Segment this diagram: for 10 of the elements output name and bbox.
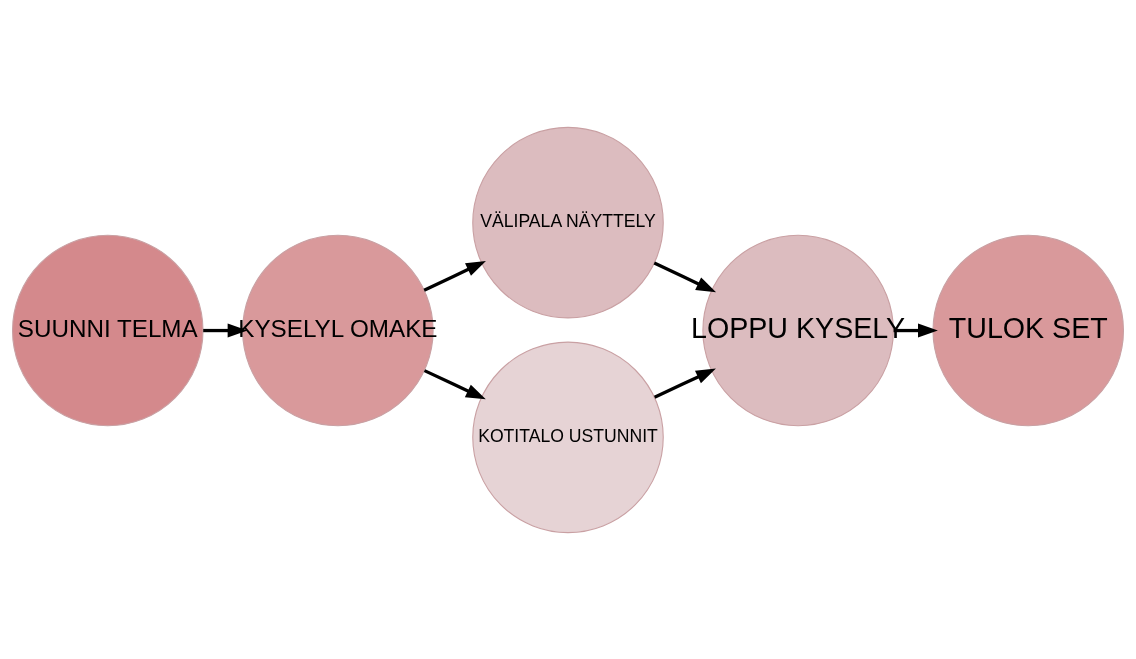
arrow — [423, 368, 486, 399]
node-circle: KOTITALO USTUNNIT — [472, 341, 664, 533]
arrow — [893, 323, 938, 337]
arrow — [423, 260, 486, 292]
arrow — [203, 323, 248, 337]
node-circle: TULOK SET — [932, 234, 1125, 426]
node-circle: VÄLIPALA NÄYTTELY — [472, 126, 664, 318]
arrow — [653, 261, 717, 292]
node-circle: SUUNNI TELMA — [11, 234, 204, 426]
arrow — [653, 368, 716, 399]
